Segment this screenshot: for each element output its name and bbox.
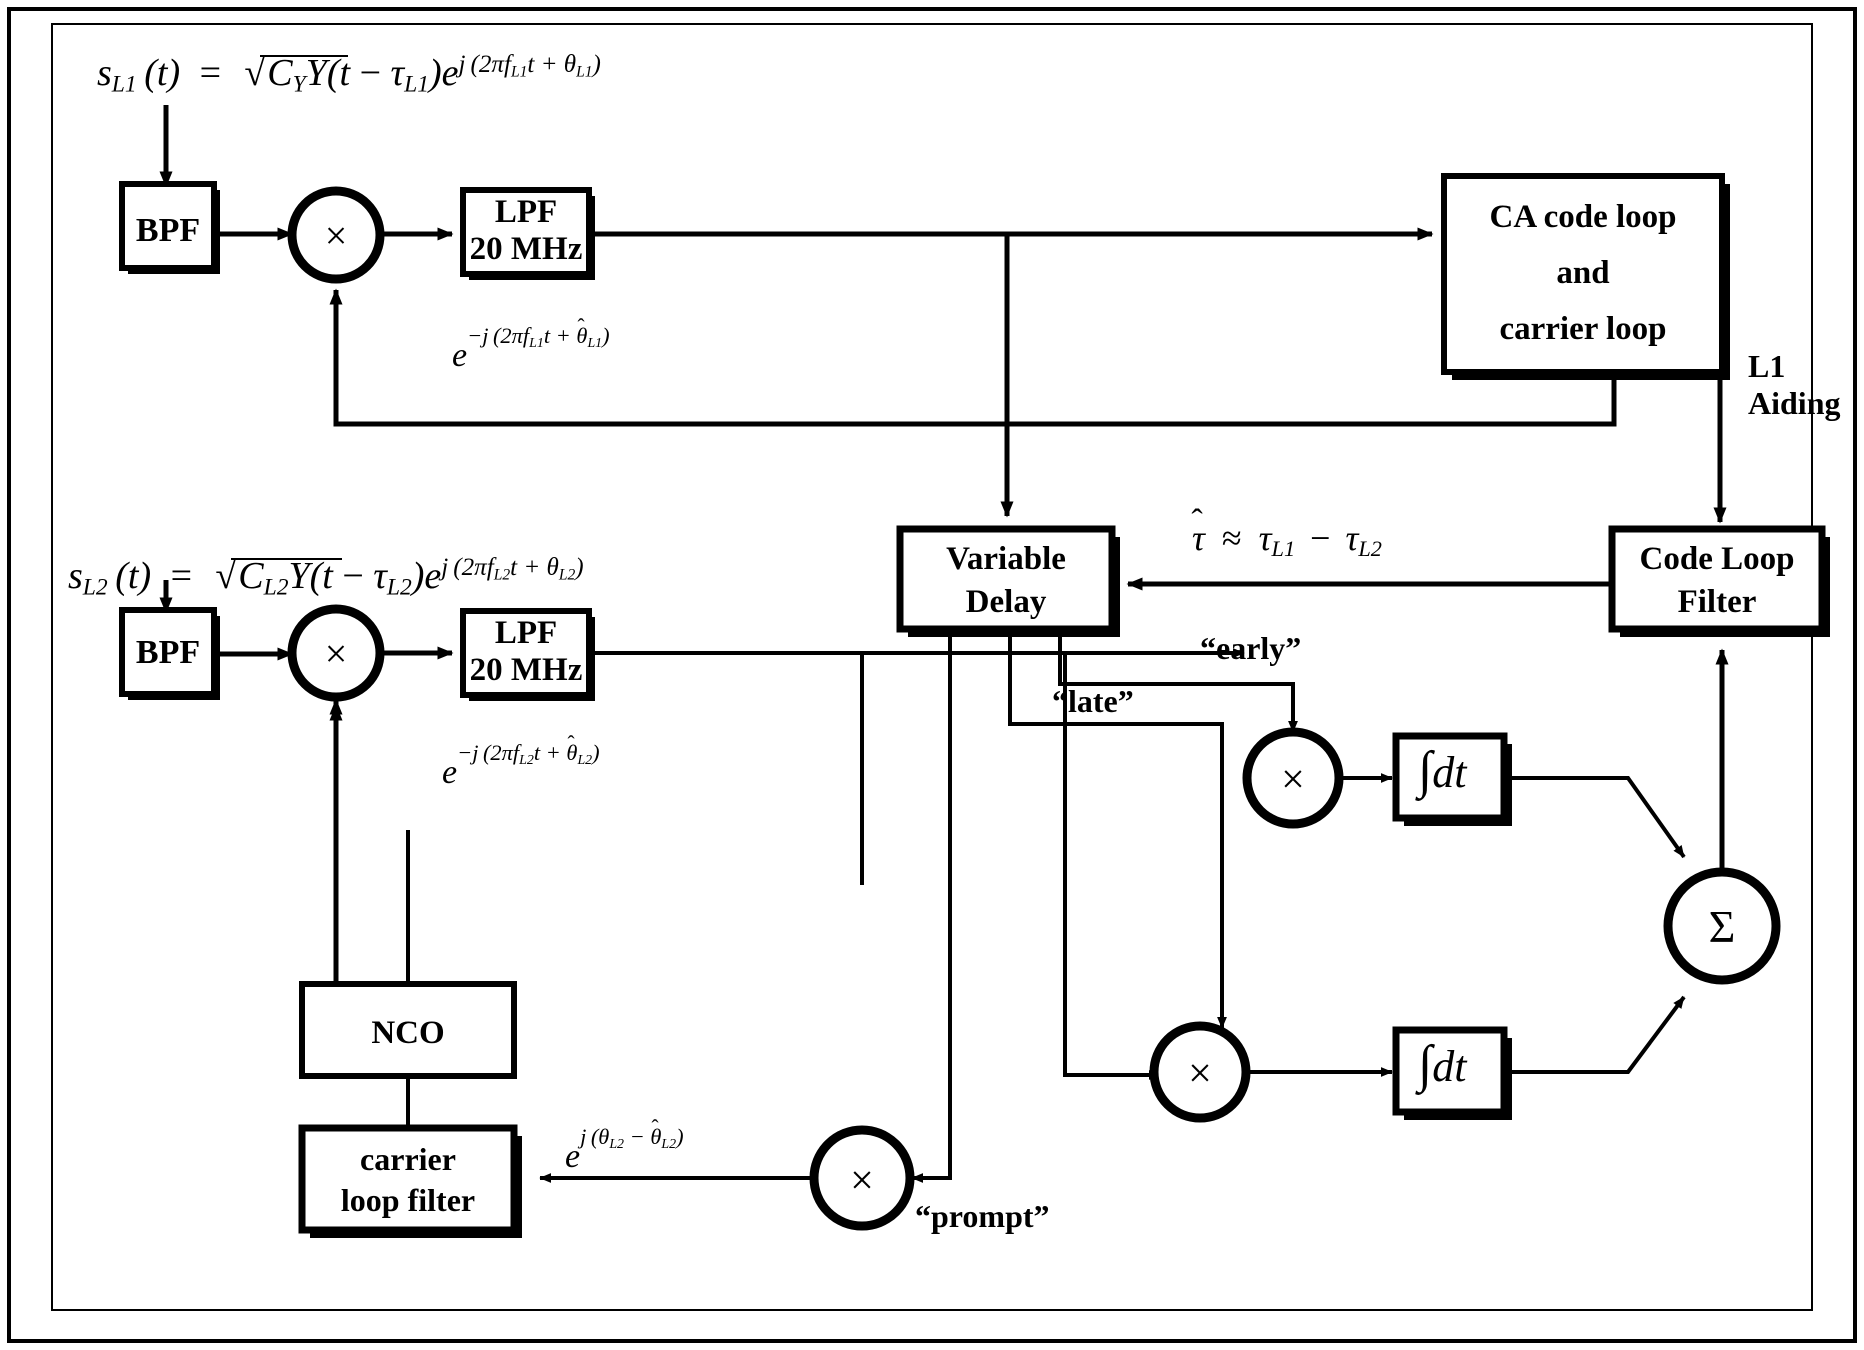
mixer-l1-symbol: × bbox=[325, 213, 348, 258]
block-carrier-loop-filter bbox=[298, 1124, 522, 1238]
label-ca-loop-line3: carrier loop bbox=[1499, 311, 1666, 347]
label-lpf-l1-line1: LPF bbox=[495, 194, 557, 230]
label-lpf-l2-line1: LPF bbox=[495, 615, 557, 651]
wire-vd-late bbox=[1008, 629, 1227, 1029]
wire-caloop-feedback-to-mixer bbox=[329, 288, 1617, 427]
label-nco: NCO bbox=[371, 1015, 444, 1051]
label-prompt: “prompt” bbox=[915, 1198, 1050, 1234]
block-nco bbox=[299, 981, 517, 1079]
label-ca-loop-line1: CA code loop bbox=[1489, 199, 1676, 235]
equation-l1-input: sL1 (t) = √CYY(t − τL1)ej (2πfL1t + θL1) bbox=[97, 51, 601, 98]
block-code-loop-filter bbox=[1608, 525, 1830, 637]
label-early: “early” bbox=[1200, 630, 1301, 666]
integrator-early-glyph: ∫dt bbox=[1418, 742, 1467, 799]
page-border bbox=[7, 7, 1857, 1343]
block-ca-code-loop bbox=[1441, 173, 1730, 380]
label-lpf-l2-line2: 20 MHz bbox=[470, 652, 583, 688]
block-variable-delay bbox=[896, 525, 1120, 637]
wire-l2-to-late-mixer bbox=[1063, 653, 1161, 1080]
label-l1-aiding-line2: Aiding bbox=[1748, 385, 1840, 421]
label-code-loop-filter-line1: Code Loop bbox=[1640, 541, 1795, 577]
inner-border bbox=[51, 23, 1813, 1311]
integrator-early bbox=[1392, 732, 1512, 826]
wire-vd-prompt-into-mixer bbox=[911, 1150, 952, 1183]
mixer-early-symbol: × bbox=[1281, 757, 1305, 803]
block-lpf-l1 bbox=[460, 187, 595, 280]
mixer-prompt-symbol: × bbox=[850, 1158, 874, 1204]
mixer-l2-symbol: × bbox=[325, 631, 348, 676]
label-l1-aiding-line1: L1 bbox=[1748, 348, 1785, 384]
label-carrier-filter-line2: loop filter bbox=[341, 1182, 475, 1218]
label-lpf-l1-line2: 20 MHz bbox=[470, 231, 583, 267]
sum-symbol: Σ bbox=[1709, 901, 1736, 952]
integrator-late bbox=[1392, 1026, 1512, 1120]
label-carrier-filter-line1: carrier bbox=[360, 1141, 456, 1177]
wire-integrator-late-to-sum bbox=[1504, 995, 1686, 1074]
block-lpf-l2 bbox=[460, 608, 595, 701]
label-variable-delay-line1: Variable bbox=[946, 541, 1066, 577]
label-ca-loop-line2: and bbox=[1556, 255, 1609, 291]
mixer-late-symbol: × bbox=[1188, 1051, 1212, 1097]
integrator-late-glyph: ∫dt bbox=[1418, 1036, 1467, 1093]
block-bpf-l1 bbox=[119, 181, 220, 274]
block-bpf-l2 bbox=[119, 607, 220, 700]
wire-integrator-early-to-sum bbox=[1504, 776, 1686, 859]
label-bpf-l1: BPF bbox=[136, 212, 200, 249]
label-late: “late” bbox=[1052, 683, 1134, 719]
label-bpf-l2: BPF bbox=[136, 634, 200, 671]
equation-l2-input: sL2 (t) = √CL2Y(t − τL2)ej (2πfL2t + θL2… bbox=[68, 554, 584, 601]
label-variable-delay-line2: Delay bbox=[966, 584, 1047, 620]
wire-vd-early bbox=[1058, 629, 1298, 733]
label-code-loop-filter-line2: Filter bbox=[1678, 584, 1757, 620]
